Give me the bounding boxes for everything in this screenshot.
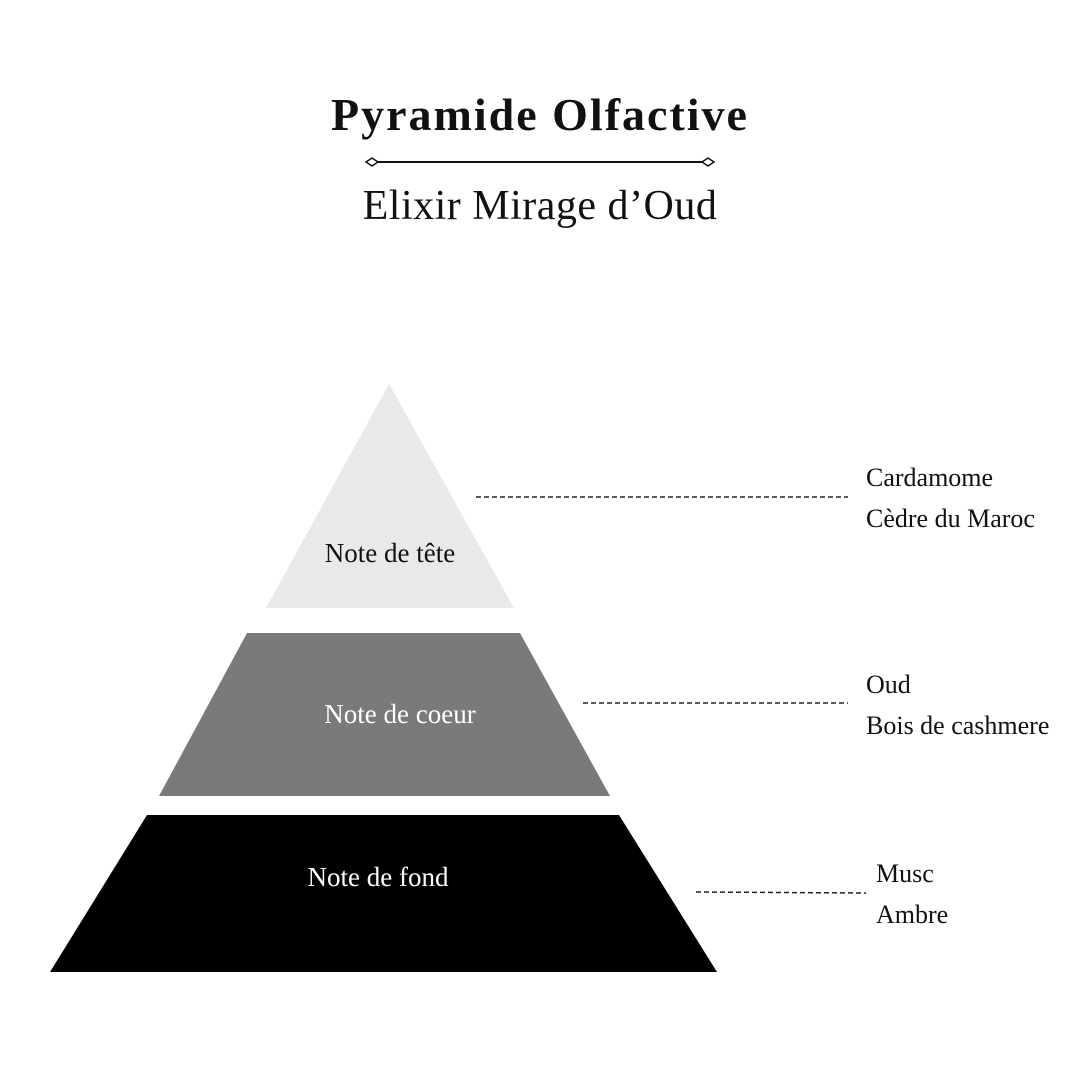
divider-diamond-right <box>700 157 716 167</box>
tier-label-bottom: Note de fond <box>308 862 449 892</box>
note-item: Bois de cashmere <box>866 711 1050 740</box>
note-item: Ambre <box>876 900 949 929</box>
connector-bottom <box>695 891 867 894</box>
note-item: Oud <box>866 670 911 699</box>
notes-bottom: Musc Ambre <box>876 853 948 935</box>
page-subtitle: Elixir Mirage d’Oud <box>362 183 718 229</box>
divider-diamond-left <box>364 157 380 167</box>
pyramid-tier-top <box>266 384 514 608</box>
note-item: Musc <box>876 859 934 888</box>
tier-label-middle: Note de coeur <box>324 699 475 729</box>
note-item: Cardamome <box>866 463 994 492</box>
notes-middle: Oud Bois de cashmere <box>866 664 1049 746</box>
pyramid-tier-middle <box>159 633 610 796</box>
page-title: Pyramide Olfactive <box>331 89 749 140</box>
notes-top: Cardamome Cèdre du Maroc <box>866 457 1035 539</box>
note-item: Cèdre du Maroc <box>866 504 1035 533</box>
pyramid-tier-bottom <box>50 815 717 972</box>
tier-label-top: Note de tête <box>325 538 455 568</box>
